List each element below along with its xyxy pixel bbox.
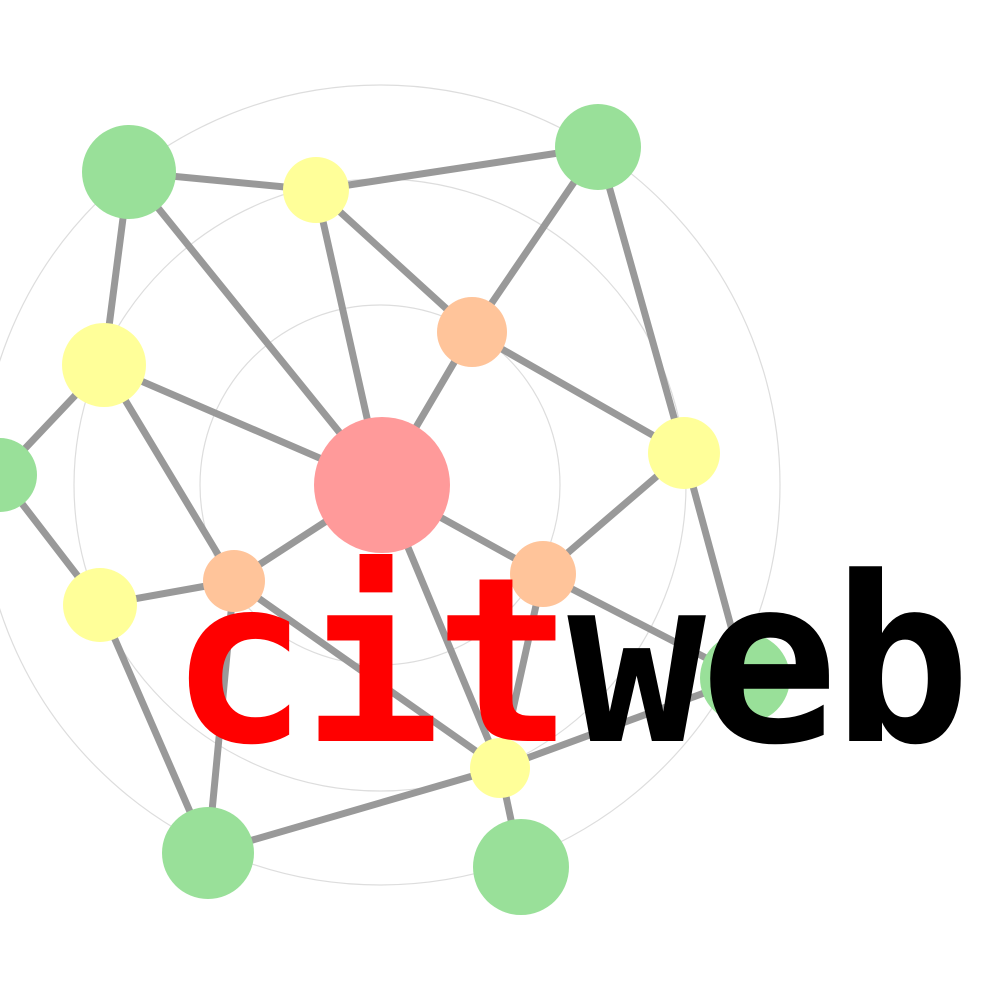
edge-y1-o1 [312,186,476,336]
edge-g5-y5 [204,764,504,857]
edge-y2-o2 [100,361,238,585]
node-g5 [162,807,254,899]
wordmark-web: web [567,529,970,796]
node-y4 [63,568,137,642]
node-y5 [470,738,530,798]
node-y1 [283,157,349,223]
node-y2 [62,323,146,407]
node-o1 [437,297,507,367]
edge-y1-g2 [312,143,602,194]
node-o2 [203,550,265,612]
node-y3 [648,417,720,489]
network-nodes [0,104,790,915]
node-g2 [555,104,641,190]
edge-g2-y3 [594,143,688,457]
edge-o3-y5 [496,570,547,772]
node-g1 [82,125,176,219]
edge-o1-y3 [468,328,688,457]
wordmark: citweb [170,548,971,778]
node-g6 [473,819,569,915]
node-g3 [0,438,37,512]
ring-3 [0,84,781,886]
node-center [314,417,450,553]
ring-1 [199,304,561,666]
wordmark-cit: cit [170,529,573,796]
node-o3 [510,541,576,607]
node-g4 [700,633,790,723]
edge-o2-y5 [230,577,504,772]
